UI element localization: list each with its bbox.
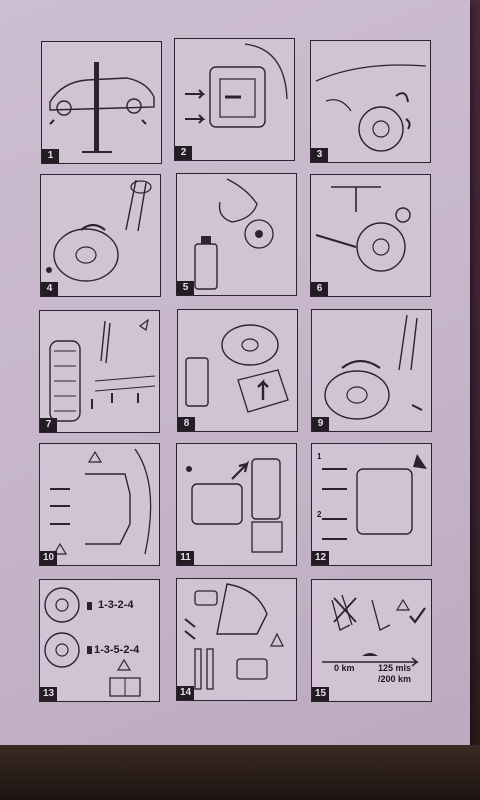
car-on-lift-illustration bbox=[49, 62, 155, 153]
wheel-bolt-sequence-illustration bbox=[44, 587, 141, 697]
panel-number: 10 bbox=[40, 551, 57, 565]
panel-10: 10 bbox=[39, 443, 160, 566]
panel-number: 9 bbox=[312, 417, 329, 431]
panel-number: 13 bbox=[40, 687, 57, 701]
panel-number: 11 bbox=[177, 551, 194, 565]
panel-number: 5 bbox=[177, 281, 194, 295]
panel-1: 1 bbox=[41, 41, 162, 164]
suspension-measurement-illustration bbox=[49, 318, 156, 422]
disc-fitting-illustration bbox=[324, 314, 423, 420]
panel-5: 5 bbox=[176, 173, 297, 296]
caliper-bracket-warning-illustration bbox=[50, 448, 152, 555]
brake-pedal-bleed-illustration bbox=[184, 583, 284, 690]
hub-runout-gauge-illustration bbox=[315, 186, 411, 272]
caliper-bolt-tighten-illustration bbox=[322, 454, 427, 540]
panel-number: 4 bbox=[41, 282, 58, 296]
hub-cleaning-spray-illustration bbox=[194, 178, 274, 290]
panel-number: 1 bbox=[42, 149, 59, 163]
panel-12: 1 2 12 bbox=[311, 443, 432, 566]
bolt-sequence-5: 1-3-5-2-4 bbox=[94, 644, 140, 656]
instruction-sheet: 1 2 3 4 bbox=[0, 0, 470, 755]
distance-start-label: 0 km bbox=[334, 663, 355, 673]
panel-2: 2 bbox=[174, 38, 295, 161]
new-disc-unboxing-illustration bbox=[185, 324, 289, 413]
panel-4: 4 bbox=[40, 174, 161, 297]
step-label: 2 bbox=[317, 510, 322, 519]
panel-number: 14 bbox=[177, 686, 194, 700]
panel-8: 8 bbox=[177, 309, 298, 432]
brake-disc-rotation-illustration bbox=[46, 179, 152, 282]
panel-number: 12 bbox=[312, 551, 329, 565]
panel-number: 3 bbox=[311, 148, 328, 162]
wheel-arch-disc-illustration bbox=[315, 64, 427, 152]
panel-3: 3 bbox=[310, 40, 431, 163]
panel-13: 1-3-2-4 1-3-5-2-4 13 bbox=[39, 579, 160, 702]
bolt-sequence-4: 1-3-2-4 bbox=[98, 599, 134, 611]
distance-end-km-label: /200 km bbox=[378, 674, 412, 684]
panel-11: 11 bbox=[176, 443, 297, 566]
panel-number: 2 bbox=[175, 146, 192, 160]
panel-number: 15 bbox=[312, 687, 329, 701]
distance-end-miles-label: 125 mls bbox=[378, 663, 412, 673]
panel-7: 7 bbox=[39, 310, 160, 433]
panel-number: 7 bbox=[40, 418, 57, 432]
panel-9: 9 bbox=[311, 309, 432, 432]
caliper-refit-pads-illustration bbox=[186, 458, 283, 553]
panel-14: 14 bbox=[176, 578, 297, 701]
panel-6: 6 bbox=[310, 174, 431, 297]
table-surface bbox=[0, 745, 480, 800]
step-label: 1 bbox=[317, 452, 322, 461]
panel-15: 0 km 125 mls /200 km 15 bbox=[311, 579, 432, 702]
panel-number: 8 bbox=[178, 417, 195, 431]
bedding-in-distance-illustration bbox=[322, 594, 426, 667]
panel-number: 6 bbox=[311, 282, 328, 296]
caliper-removal-illustration bbox=[185, 43, 288, 128]
